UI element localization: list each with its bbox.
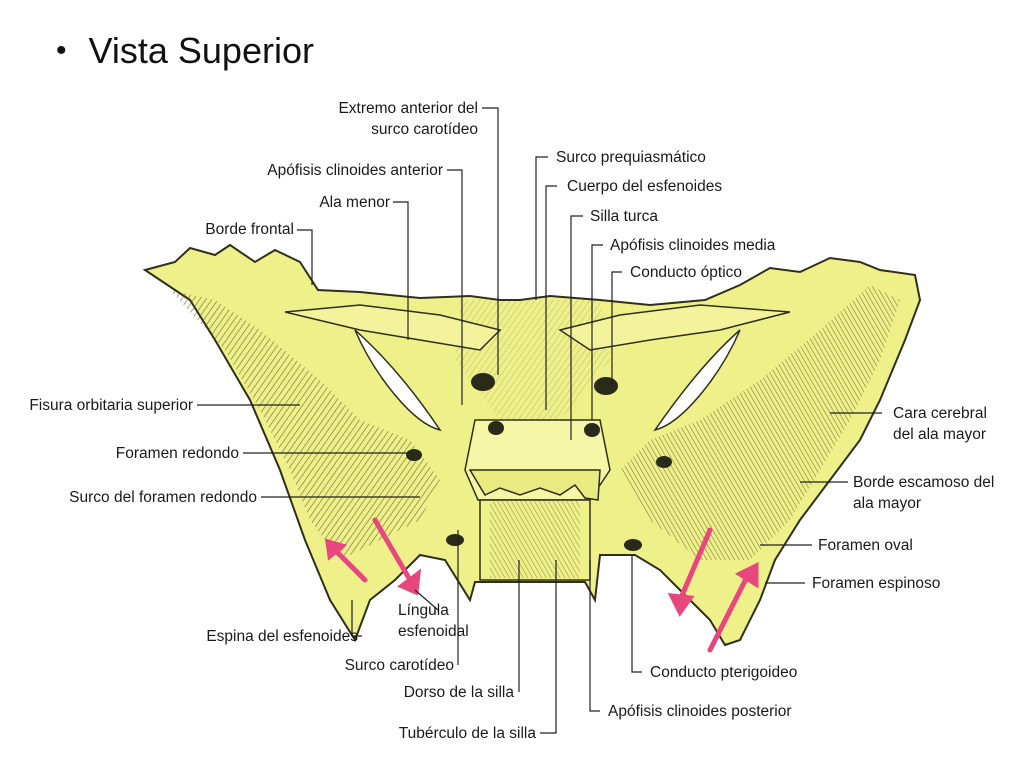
foramen-ovale-left [446,534,464,546]
label-dorso-silla: Dorso de la silla [403,684,514,701]
label-apofisis-clinoides-posterior: Apófisis clinoides posterior [608,703,792,720]
label-conducto-optico: Conducto óptico [630,264,743,281]
label-line: Língula [398,602,449,619]
optic-canal-right [594,377,618,395]
label-fisura-orbitaria-superior: Fisura orbitaria superior [29,397,193,414]
label-cuerpo-esfenoides: Cuerpo del esfenoides [567,178,723,195]
label-line: Borde escamoso del [853,474,995,491]
pink-arrows [324,517,759,653]
label-borde-frontal: Borde frontal [205,221,294,238]
label-line: del ala mayor [893,426,987,443]
label-surco-carotideo: Surco carotídeo [344,657,454,674]
label-foramen-redondo: Foramen redondo [115,445,239,462]
label-extremo-anterior: Extremo anterior del surco carotídeo [282,98,478,140]
label-surco-foramen-redondo: Surco del foramen redondo [69,489,257,506]
label-silla-turca: Silla turca [590,208,659,225]
label-conducto-pterigoideo: Conducto pterigoideo [650,664,798,681]
label-line: esfenoidal [398,623,469,640]
superior-orbital-fissure-right [653,329,741,432]
label-ala-menor: Ala menor [319,194,390,211]
label-borde-escamoso: Borde escamoso del ala mayor [853,472,994,514]
label-cara-cerebral: Cara cerebral del ala mayor [893,403,987,445]
label-line: surco carotídeo [371,121,478,138]
label-surco-prequiasmatico: Surco prequiasmático [556,149,706,166]
label-tuberculo-silla: Tubérculo de la silla [398,725,536,742]
foramen-rotundum-left [406,449,422,461]
leader-lines [197,107,882,734]
slide-title: • Vista Superior [56,30,314,72]
label-lingula: Língula esfenoidal [398,600,469,642]
label-line: ala mayor [853,495,922,512]
label-apofisis-clinoides-media: Apófisis clinoides media [610,237,776,254]
label-line: Extremo anterior del [338,100,478,117]
label-foramen-espinoso: Foramen espinoso [812,575,941,592]
bullet-point: • [56,34,67,67]
superior-orbital-fissure-left [354,329,442,432]
label-espina-esfenoides: Espina del esfenoides [206,628,358,645]
title-text: Vista Superior [88,30,314,71]
optic-canal-left [471,373,495,391]
foramen-rotundum-right [656,456,672,468]
foramen-ovale-right [624,539,642,551]
label-apofisis-clinoides-anterior: Apófisis clinoides anterior [267,162,443,179]
label-foramen-oval: Foramen oval [818,537,913,554]
label-line: Cara cerebral [893,405,987,422]
sphenoid-bone [142,243,922,647]
